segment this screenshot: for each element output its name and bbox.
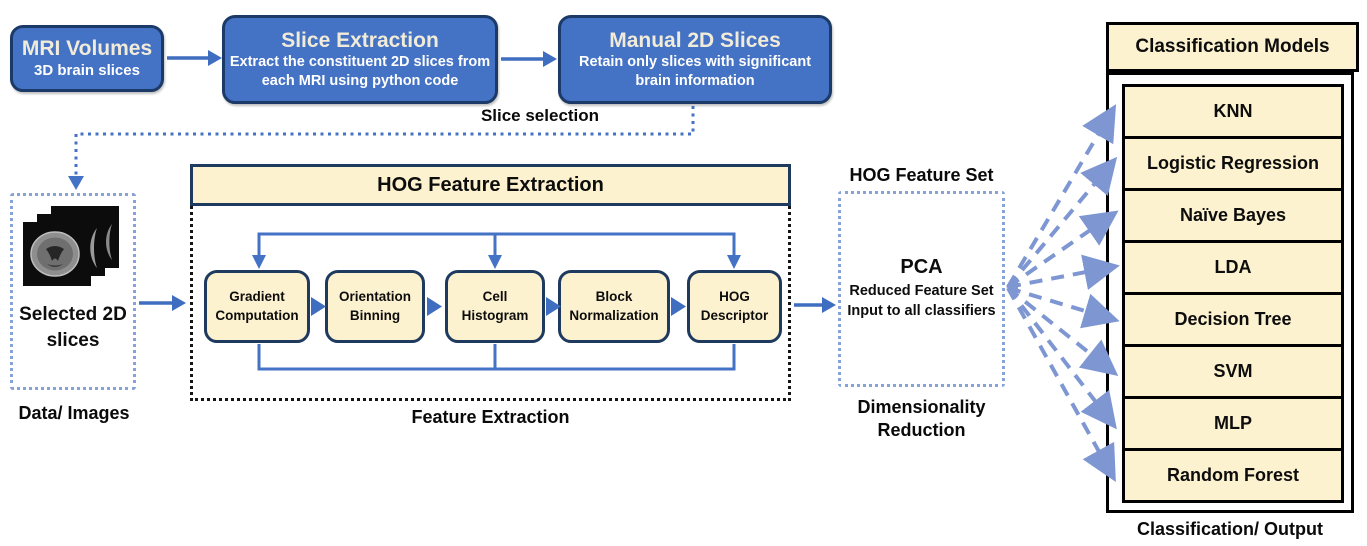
classification-output-caption: Classification/ Output — [1136, 519, 1323, 539]
slice-selection-label: Slice selection — [480, 106, 600, 125]
hog-feature-set-label: HOG Feature Set — [849, 165, 994, 185]
selected-2d-slices-label: Selected 2D slices — [19, 304, 127, 351]
model-knn: KNN — [1122, 84, 1344, 139]
selected-2d-slices-box: Selected 2D slices — [10, 193, 136, 390]
arrow-mri-to-slice-extraction — [167, 50, 222, 66]
node-manual-2d-slices: Manual 2D Slices Retain only slices with… — [558, 15, 832, 104]
mri-brain-slice-stack-icon — [23, 206, 119, 286]
pca-fan-arrows — [1006, 104, 1120, 482]
model-decision-tree: Decision Tree — [1122, 292, 1344, 347]
model-mlp: MLP — [1122, 396, 1344, 451]
pca-line-2: Input to all classifiers — [847, 303, 996, 319]
step-hog-descriptor: HOG Descriptor — [687, 270, 782, 343]
step-orientation-binning: Orientation Binning — [325, 270, 425, 343]
arrow-slice-extraction-to-manual — [501, 51, 557, 67]
mri-volumes-title: MRI Volumes — [21, 36, 153, 60]
dimensionality-reduction-caption: Dimensionality Reduction — [857, 397, 986, 440]
step-cell-histogram: Cell Histogram — [445, 270, 545, 343]
mri-volumes-subtitle: 3D brain slices — [34, 61, 140, 79]
feature-extraction-caption: Feature Extraction — [411, 407, 570, 427]
step-block-normalization: Block Normalization — [558, 270, 670, 343]
model-random-forest: Random Forest — [1122, 448, 1344, 503]
pca-box: PCA Reduced Feature Set Input to all cla… — [838, 191, 1005, 387]
arrow-selected-to-feature-extraction — [139, 295, 186, 311]
pca-title: PCA — [900, 256, 943, 279]
classification-models-list: KNN Logistic Regression Naïve Bayes LDA … — [1122, 84, 1344, 503]
node-mri-volumes: MRI Volumes 3D brain slices — [10, 25, 164, 92]
model-logistic-regression: Logistic Regression — [1122, 136, 1344, 191]
model-svm: SVM — [1122, 344, 1344, 399]
model-naive-bayes: Naïve Bayes — [1122, 188, 1344, 243]
classification-models-header: Classification Models — [1106, 22, 1359, 72]
arrow-feature-to-pca — [794, 297, 836, 313]
manual-2d-slices-subtitle: Retain only slices with significant brai… — [578, 53, 812, 89]
hog-feature-extraction-header: HOG Feature Extraction — [190, 164, 791, 206]
data-images-caption: Data/ Images — [18, 403, 130, 423]
model-lda: LDA — [1122, 240, 1344, 295]
pca-line-1: Reduced Feature Set — [849, 283, 994, 300]
slice-extraction-title: Slice Extraction — [281, 28, 439, 52]
manual-2d-slices-title: Manual 2D Slices — [609, 28, 781, 52]
step-gradient-computation: Gradient Computation — [204, 270, 310, 343]
feature-extraction-container — [190, 206, 791, 401]
node-slice-extraction: Slice Extraction Extract the constituent… — [222, 15, 498, 104]
slice-extraction-subtitle: Extract the constituent 2D slices from e… — [229, 53, 491, 89]
